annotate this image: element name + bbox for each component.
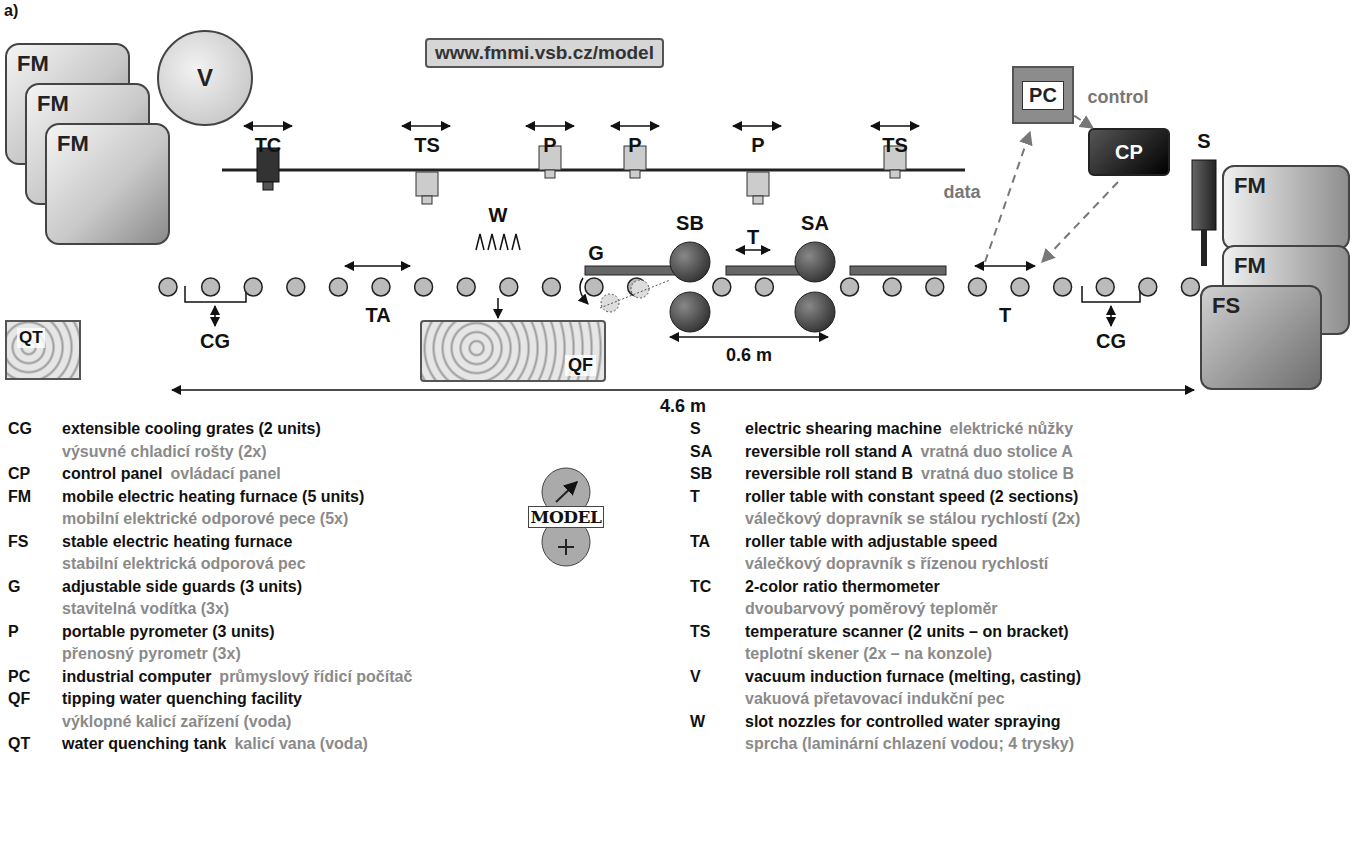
legend-text: mobile electric heating furnace (5 units… [62,488,364,506]
node-label: FM [1234,253,1266,279]
control-arrow [1074,116,1093,128]
legend-text: ovládací panel [170,465,280,483]
equipment-box: CP [1088,128,1170,176]
legend-text: kalicí vana (voda) [234,735,367,753]
legend-text: válečkový dopravník se stálou rychlostí … [745,510,1080,528]
legend-text: výklopné kalicí zařízení (voda) [62,713,291,731]
legend-text: reversible roll stand A [745,443,912,461]
legend-text: mobilní elektrické odporové pece (5x) [62,510,348,528]
node-label: www.fmmi.vsb.cz/model [435,42,654,64]
node-label: FM [17,51,49,77]
legend-text: CP [8,465,30,483]
legend-text: vratná duo stolice B [921,465,1074,483]
equipment-box: QF [420,320,606,382]
legend-text: QF [8,690,30,708]
equipment-box: PC [1012,66,1074,124]
legend-text: slot nozzles for controlled water sprayi… [745,713,1061,731]
legend-text: PC [8,668,30,686]
part-label: CG [200,330,230,353]
node-label: CP [1115,141,1143,164]
legend-text: P [8,623,19,641]
legend-text: V [690,668,701,686]
legend-text: T [690,488,700,506]
legend-text: 2-color ratio thermometer [745,578,940,596]
equipment-box: FM [1222,165,1350,250]
legend-text: dvoubarvový poměrový teploměr [745,600,998,618]
legend-text: SA [690,443,712,461]
legend-text: extensible cooling grates (2 units) [62,420,321,438]
legend-text: control panel [62,465,162,483]
dimension-label: 4.6 m [657,396,709,417]
dimension-label: 0.6 m [723,345,775,366]
part-label: TS [882,134,908,157]
legend-text: elektrické nůžky [950,420,1074,438]
legend-text: teplotní skener (2x – na konzole) [745,645,992,663]
legend-text: stable electric heating furnace [62,533,292,551]
node-label: PC [1022,81,1064,110]
node-label: FM [57,131,89,157]
legend-text: roller table with constant speed (2 sect… [745,488,1078,506]
legend-text: přenosný pyrometr (3x) [62,645,241,663]
part-label: data [940,182,983,203]
part-label: P [628,134,641,157]
legend-text: S [690,420,701,438]
part-label: a) [4,2,18,20]
legend-text: TA [690,533,710,551]
legend-text: stavitelná vodítka (3x) [62,600,229,618]
equipment-box: QT [5,320,81,380]
equipment-box: FM [45,123,170,245]
legend-text: roller table with adjustable speed [745,533,998,551]
part-label: P [543,134,556,157]
part-label: W [489,204,508,227]
part-label: T [747,226,759,249]
edge-label: control [1087,87,1148,108]
legend-text: FM [8,488,31,506]
legend-text: FS [8,533,28,551]
node-label: QF [565,355,596,376]
part-label: SB [676,212,704,235]
furnace-circle: V [157,30,253,126]
legend-text: průmyslový řídicí počítač [219,668,412,686]
node-label: QT [17,328,45,348]
part-label: S [1197,130,1210,153]
legend-text: TC [690,578,711,596]
legend-text: industrial computer [62,668,211,686]
legend-text: QT [8,735,30,753]
legend-text: SB [690,465,712,483]
part-label: TC [255,134,282,157]
legend-text: výsuvné chladicí rošty (2x) [62,443,267,461]
legend-text: TS [690,623,710,641]
node-label: FS [1212,293,1240,319]
legend-text: G [8,578,20,596]
part-label: T [999,304,1011,327]
legend-text: reversible roll stand B [745,465,913,483]
part-label: MODEL [528,506,605,528]
legend-text: adjustable side guards (3 units) [62,578,302,596]
part-label: TS [414,134,440,157]
legend-text: sprcha (laminární chlazení vodou; 4 trys… [745,735,1074,753]
equipment-box: FS [1200,285,1322,390]
part-label: CG [1096,330,1126,353]
legend-text: tipping water quenching facility [62,690,302,708]
equipment-box: www.fmmi.vsb.cz/model [425,38,664,68]
node-label: V [197,64,213,92]
legend-text: CG [8,420,32,438]
part-label: P [751,134,764,157]
legend-text: vakuová přetavovací indukční pec [745,690,1005,708]
legend-text: vratná duo stolice A [920,443,1072,461]
part-label: SA [801,212,829,235]
legend-text: W [690,713,705,731]
legend-text: temperature scanner (2 units – on bracke… [745,623,1069,641]
legend-text: válečkový dopravník s řízenou rychlostí [745,555,1048,573]
node-label: FM [1234,173,1266,199]
node-label: FM [37,91,69,117]
legend-text: water quenching tank [62,735,226,753]
legend-text: portable pyrometer (3 units) [62,623,274,641]
part-label: G [588,242,604,265]
legend-text: vacuum induction furnace (melting, casti… [745,668,1081,686]
legend-text: stabilní elektrická odporová pec [62,555,306,573]
legend-text: electric shearing machine [745,420,942,438]
part-label: TA [365,304,390,327]
